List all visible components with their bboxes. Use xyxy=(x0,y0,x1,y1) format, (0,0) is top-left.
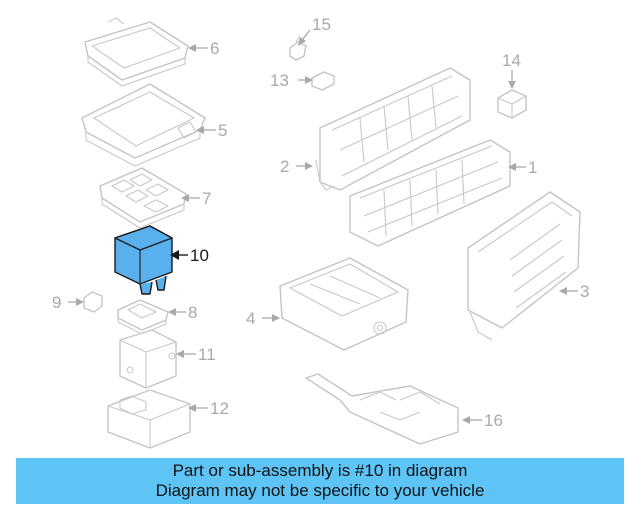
callout-4: 4 xyxy=(246,309,280,328)
banner-line-1: Part or sub-assembly is #10 in diagram xyxy=(172,461,468,480)
svg-text:1: 1 xyxy=(528,158,537,177)
part-13-connector[interactable] xyxy=(311,71,335,91)
callout-1: 1 xyxy=(508,158,537,177)
callout-10: 10 xyxy=(170,246,209,265)
part-16-bracket[interactable] xyxy=(305,373,459,445)
svg-text:16: 16 xyxy=(484,411,503,430)
part-1-fuse-block[interactable] xyxy=(349,139,511,247)
svg-text:2: 2 xyxy=(280,157,289,176)
part-5-lid[interactable] xyxy=(81,83,206,167)
part-7-relay-plate[interactable] xyxy=(99,167,187,229)
part-15-clip[interactable] xyxy=(289,35,307,61)
part-4-relay-box[interactable] xyxy=(279,257,409,351)
parts-diagram: 6 5 7 10 xyxy=(52,15,589,449)
svg-text:13: 13 xyxy=(270,71,289,90)
svg-text:5: 5 xyxy=(218,121,227,140)
callout-15: 15 xyxy=(298,15,331,46)
banner-line-2: Diagram may not be specific to your vehi… xyxy=(155,481,485,500)
part-14-relay[interactable] xyxy=(497,89,527,119)
svg-text:8: 8 xyxy=(188,303,197,322)
svg-text:7: 7 xyxy=(202,189,211,208)
svg-text:11: 11 xyxy=(198,345,216,364)
svg-text:6: 6 xyxy=(210,39,219,58)
callout-2: 2 xyxy=(280,157,313,176)
callout-13: 13 xyxy=(270,71,313,90)
part-10-relay[interactable] xyxy=(114,225,173,295)
callout-9: 9 xyxy=(52,293,84,312)
info-banner: Part or sub-assembly is #10 in diagram D… xyxy=(16,458,624,504)
svg-text:3: 3 xyxy=(580,282,589,301)
svg-text:15: 15 xyxy=(312,15,331,34)
part-12-relay[interactable] xyxy=(107,389,191,449)
callout-6: 6 xyxy=(188,39,219,58)
part-6-cover[interactable] xyxy=(84,17,189,87)
callout-3: 3 xyxy=(559,282,589,301)
svg-text:14: 14 xyxy=(502,51,521,70)
part-2-fuse-block[interactable] xyxy=(315,67,471,191)
callout-11: 11 xyxy=(176,345,216,364)
part-11-relay[interactable] xyxy=(119,329,177,389)
callout-8: 8 xyxy=(168,303,197,322)
callout-14: 14 xyxy=(502,51,521,89)
callout-12: 12 xyxy=(188,399,229,418)
callout-16: 16 xyxy=(462,411,503,430)
callout-7: 7 xyxy=(181,189,211,208)
svg-text:10: 10 xyxy=(190,246,209,265)
part-3-cover[interactable] xyxy=(467,191,581,341)
svg-text:4: 4 xyxy=(246,309,255,328)
svg-text:9: 9 xyxy=(52,293,61,312)
callout-5: 5 xyxy=(196,121,227,140)
svg-text:12: 12 xyxy=(210,399,229,418)
part-8-socket[interactable] xyxy=(117,299,169,335)
part-9-clip[interactable] xyxy=(83,291,103,313)
